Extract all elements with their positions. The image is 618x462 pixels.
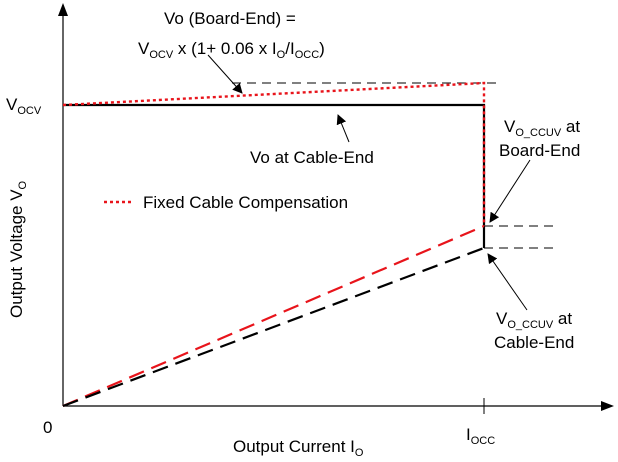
vocv-label: VOCV xyxy=(6,95,42,117)
board-end-voltage-line xyxy=(62,81,486,226)
formula-line-2: VOCV x (1+ 0.06 x IO/IOCC) xyxy=(138,39,325,61)
formula-arrow xyxy=(207,54,243,94)
cable-end-label: Vo at Cable-End xyxy=(250,148,374,167)
board-ccuv-ramp xyxy=(62,224,485,408)
board-ccuv-arrow xyxy=(489,159,531,223)
legend-label: Fixed Cable Compensation xyxy=(143,193,348,212)
cable-ccuv-ramp xyxy=(62,246,485,408)
origin-label: 0 xyxy=(43,418,52,437)
cable-ccuv-label: VO_CCUV at xyxy=(496,309,572,331)
formula-line-1: Vo (Board-End) = xyxy=(164,9,296,28)
x-axis-arrowhead xyxy=(601,401,614,411)
cable-end-voltage-line xyxy=(63,103,486,248)
cable-end-arrow xyxy=(336,114,350,143)
cable-ccuv-arrow xyxy=(487,253,528,311)
cable-ccuv-label-line2: Cable-End xyxy=(494,333,574,352)
x-axis-label: Output Current IO xyxy=(233,437,364,459)
y-axis-label: Output Voltage VO xyxy=(7,180,29,318)
y-axis-arrowhead xyxy=(58,3,68,16)
iocc-label: IOCC xyxy=(466,425,495,447)
board-ccuv-label-line2: Board-End xyxy=(499,141,580,160)
board-ccuv-label: VO_CCUV at xyxy=(504,117,580,139)
